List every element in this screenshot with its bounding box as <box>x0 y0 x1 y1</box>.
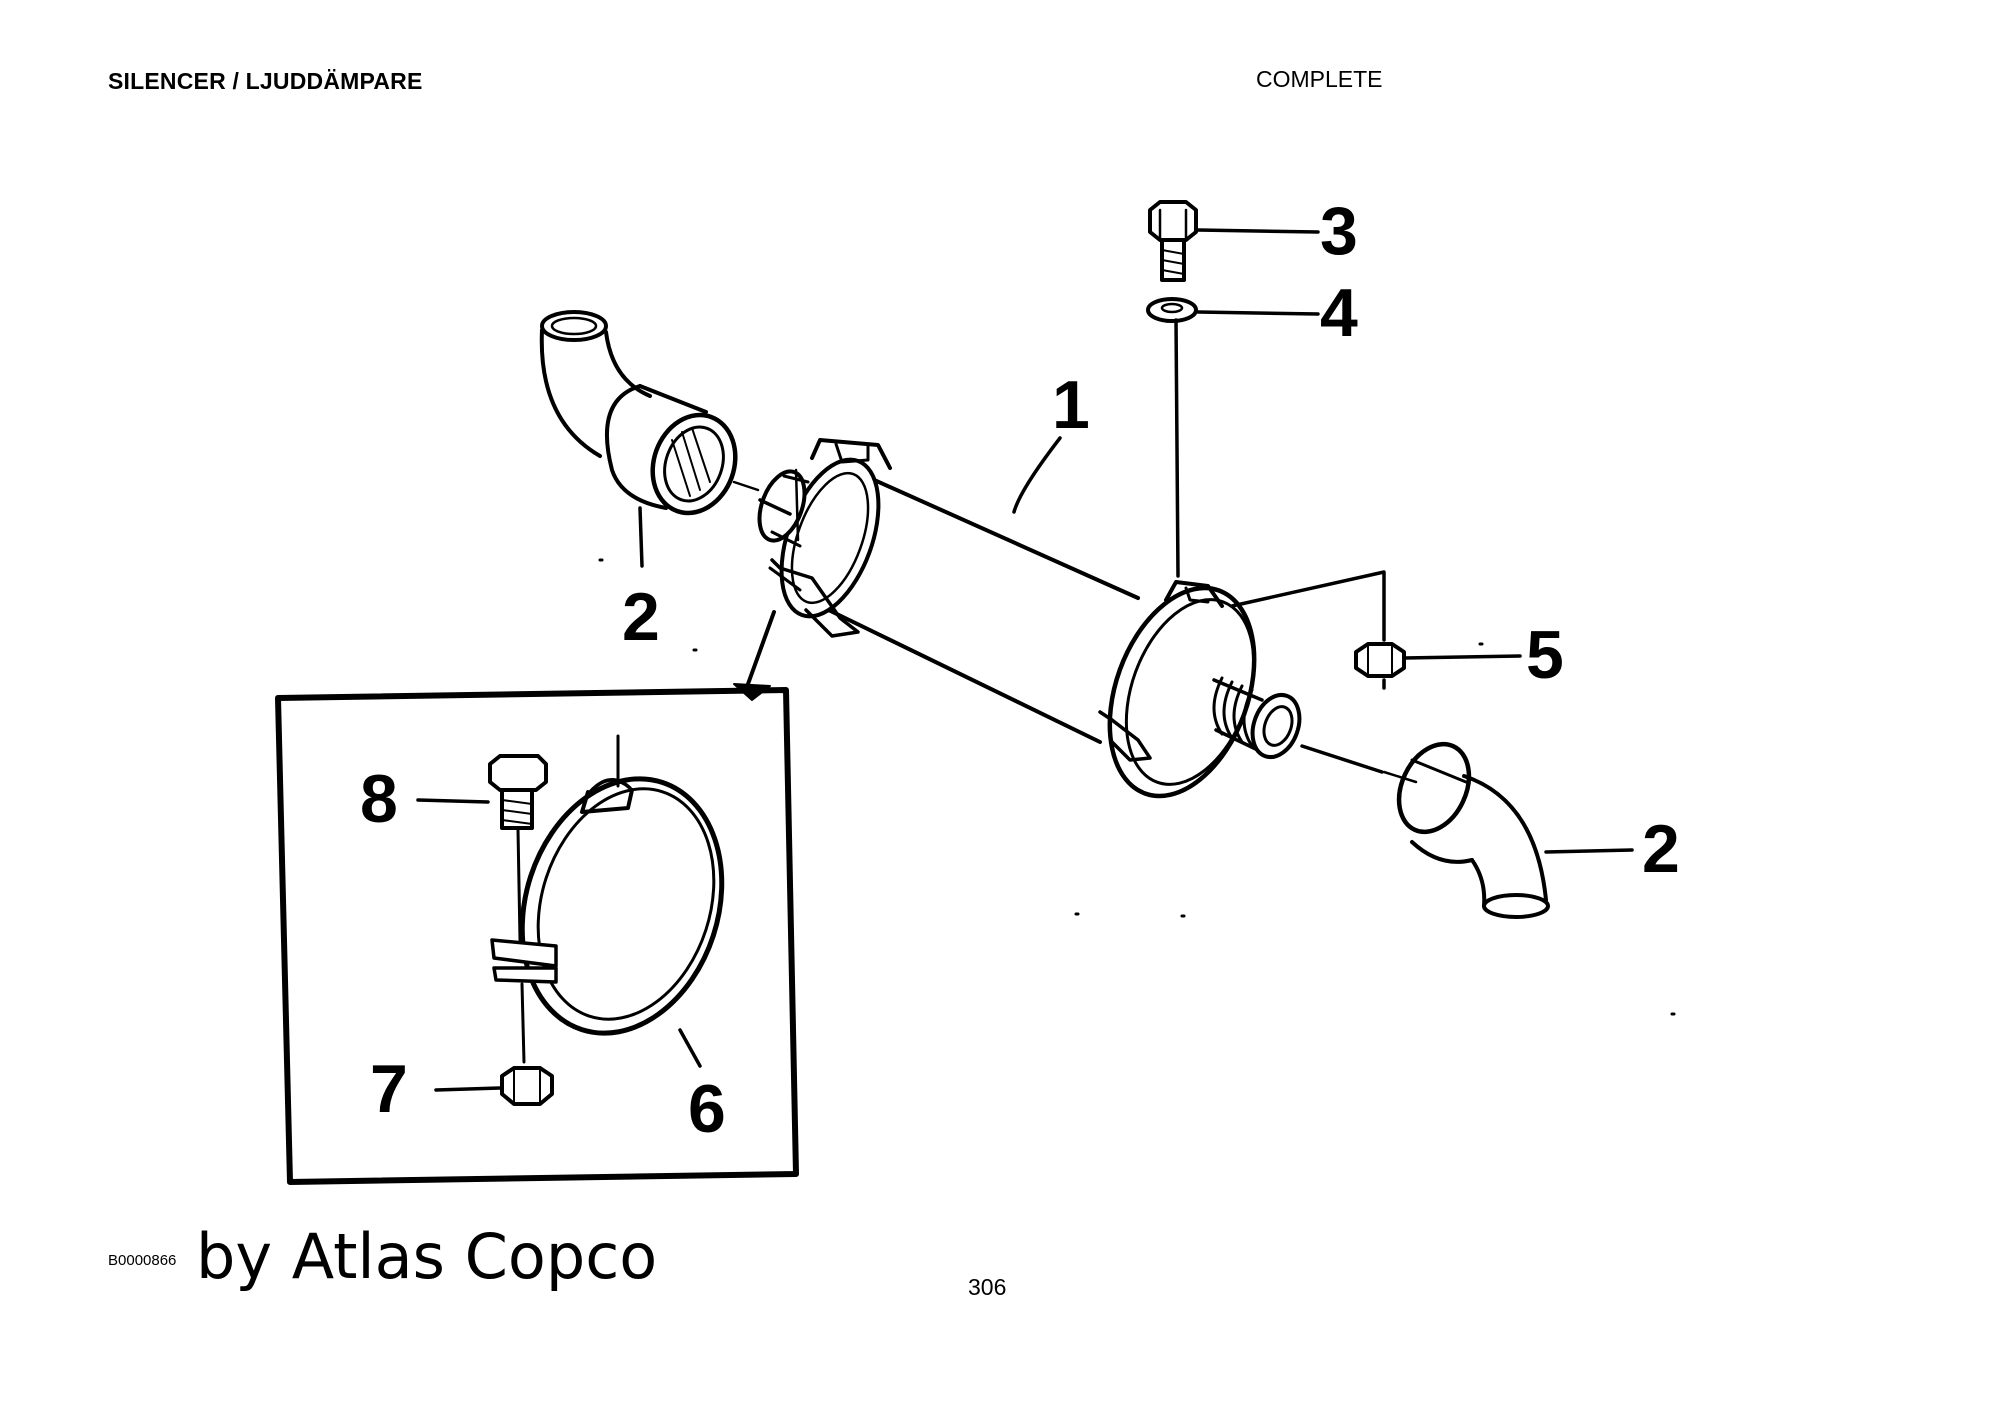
bolt-part-3 <box>1148 200 1198 282</box>
nut-part-5 <box>1354 642 1406 678</box>
callout-7: 7 <box>370 1051 408 1127</box>
detail-inset-box <box>275 687 799 1185</box>
leader-lines <box>638 228 1634 854</box>
callout-8: 8 <box>360 761 398 837</box>
page-subtitle: COMPLETE <box>1256 66 1383 92</box>
silencer-body <box>757 438 1302 799</box>
byline: by Atlas Copco <box>196 1220 658 1293</box>
callout-3: 3 <box>1320 193 1358 269</box>
callout-2-left: 2 <box>622 579 660 655</box>
nut-part-7 <box>500 1066 554 1106</box>
pipe-clamp-part-6 <box>490 734 725 1036</box>
callout-4: 4 <box>1320 275 1358 351</box>
threaded-outlet <box>1212 676 1302 759</box>
page-title: SILENCER / LJUDDÄMPARE <box>108 68 423 94</box>
elbow-hose-right <box>1382 741 1550 919</box>
elbow-hose-left <box>539 310 760 516</box>
callout-labels: 1 2 2 3 4 5 6 7 8 <box>360 193 1680 1147</box>
bolt-part-8 <box>488 754 548 1064</box>
detail-arrow <box>733 610 776 701</box>
page-number: 306 <box>968 1274 1007 1300</box>
washer-part-4 <box>1146 297 1198 323</box>
callout-6: 6 <box>688 1071 726 1147</box>
callout-1: 1 <box>1052 367 1090 443</box>
scan-specks <box>598 558 1676 1016</box>
callout-2-right: 2 <box>1642 811 1680 887</box>
drawing-code: B0000866 <box>108 1252 177 1269</box>
callout-5: 5 <box>1526 617 1564 693</box>
